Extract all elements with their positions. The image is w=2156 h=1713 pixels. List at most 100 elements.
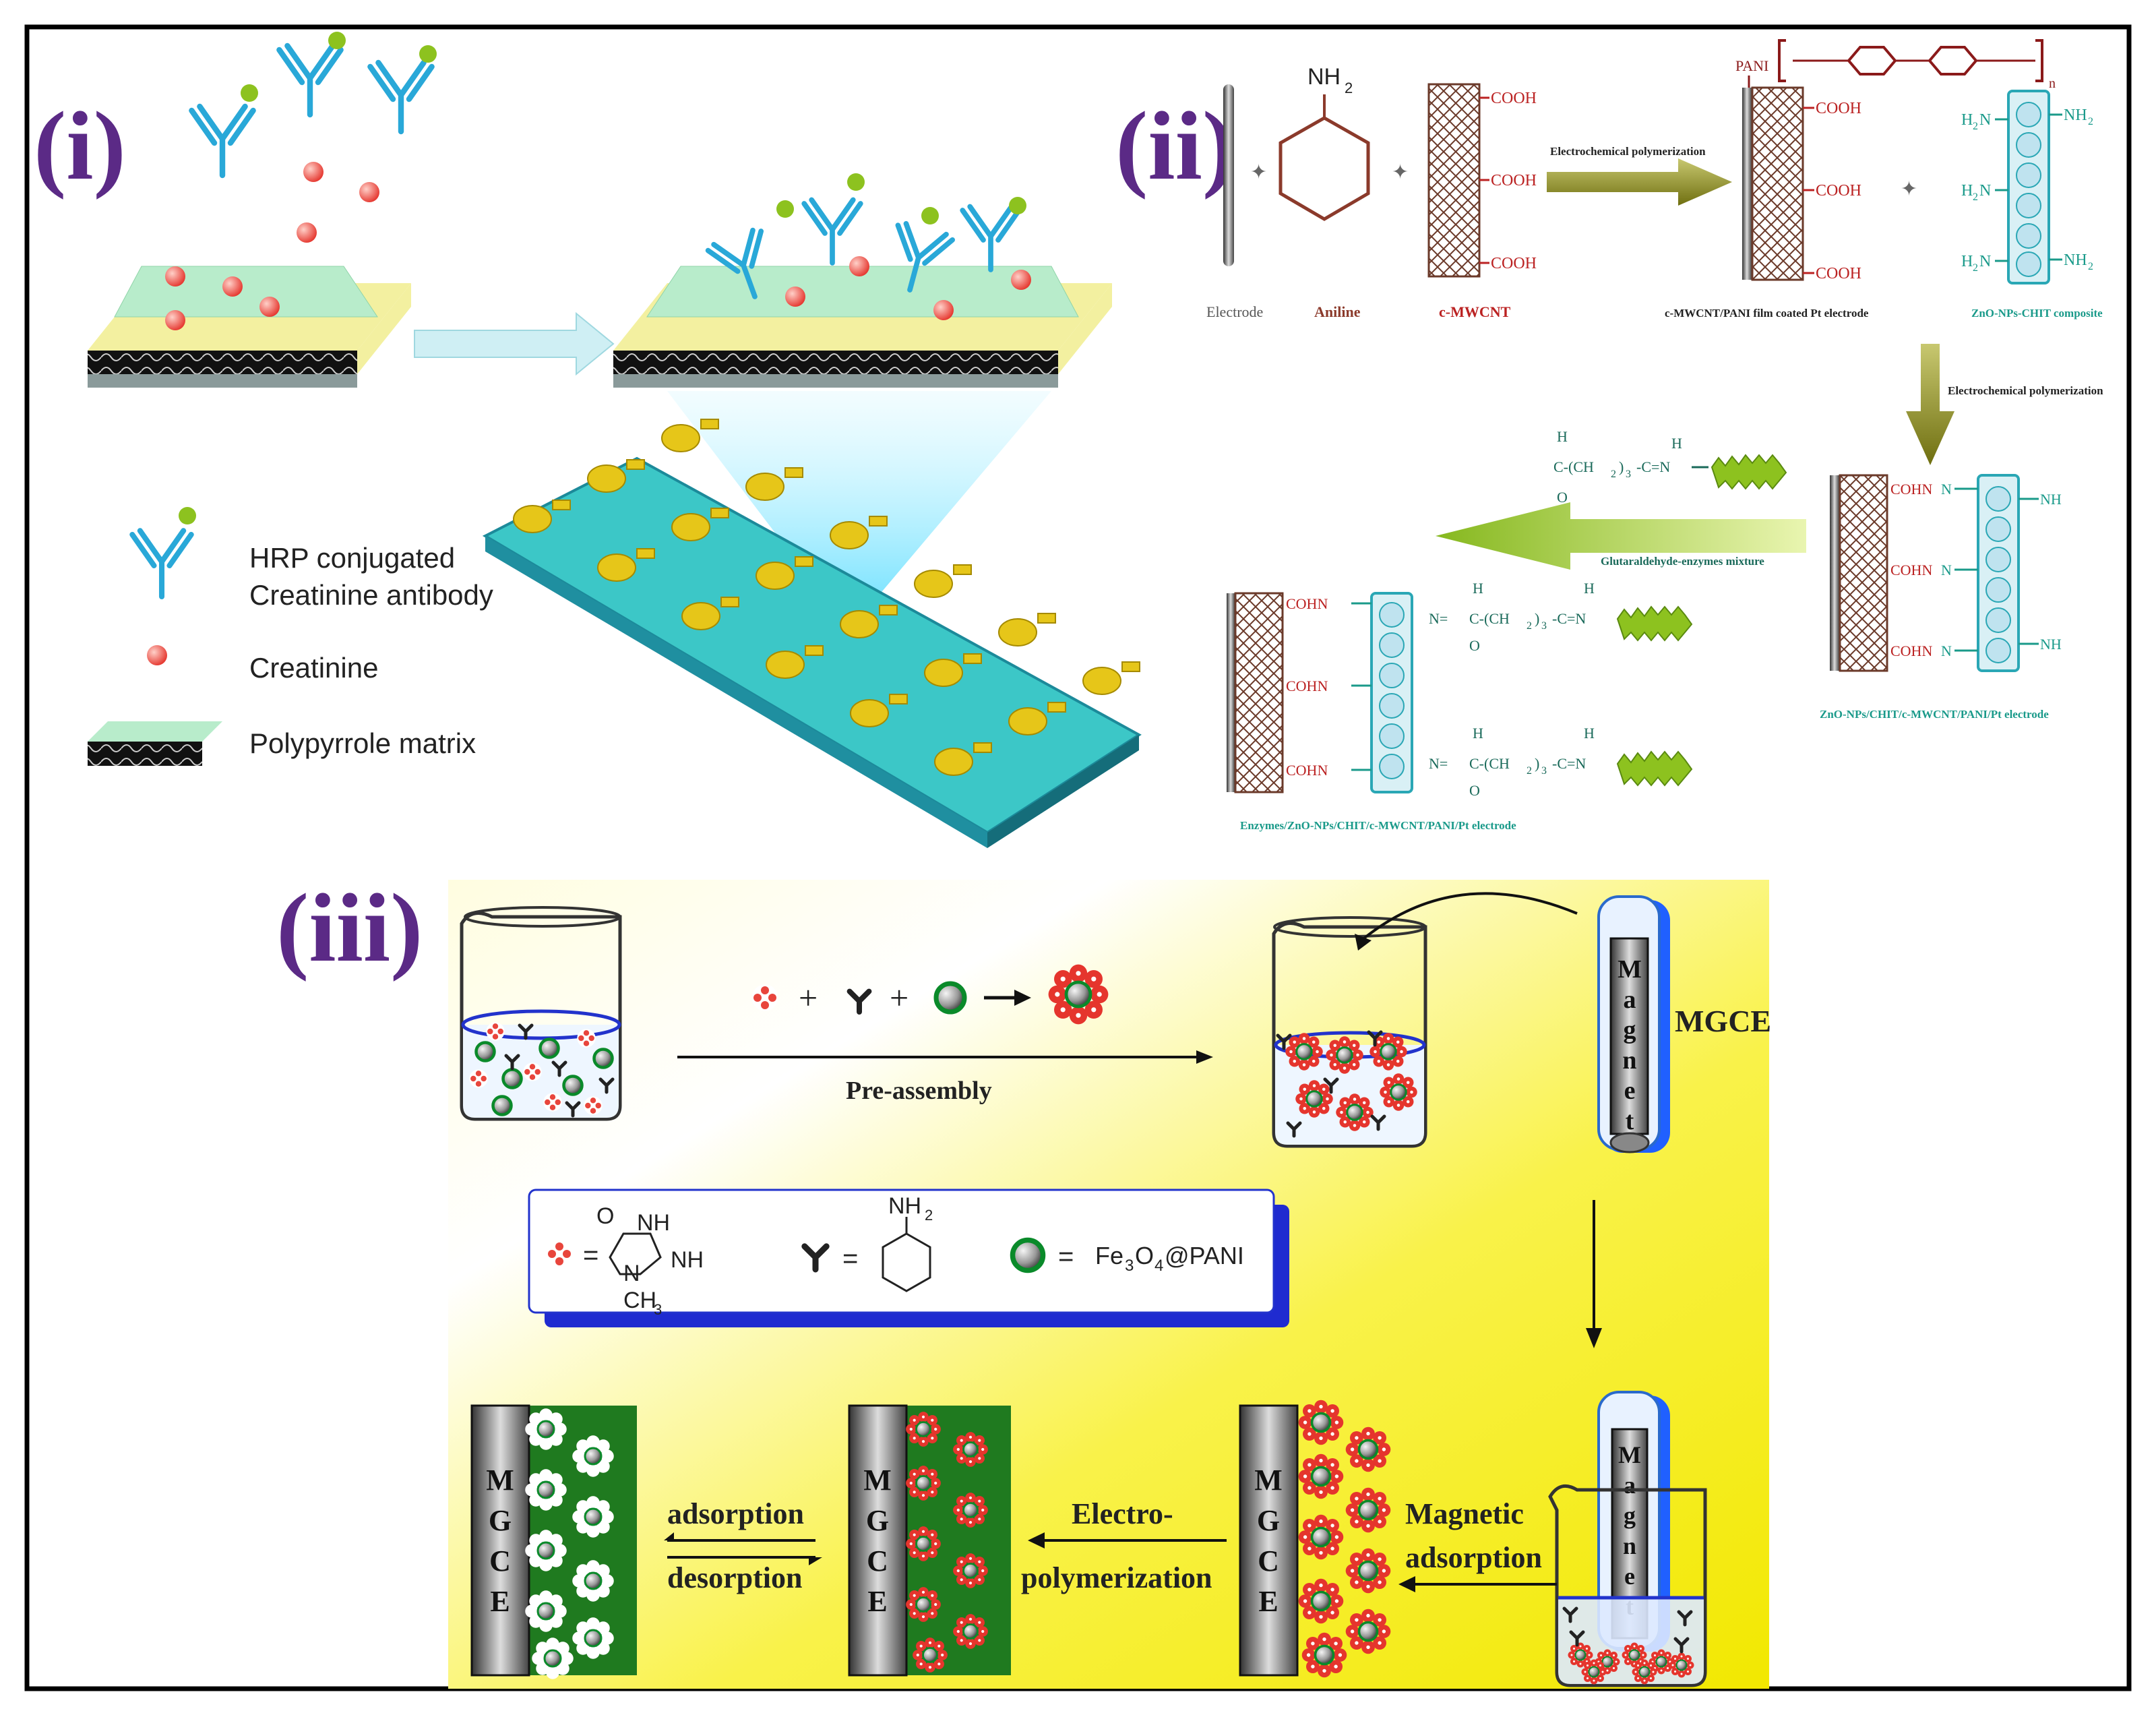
aniline-structure: NH 2 Aniline <box>1279 64 1370 320</box>
chip-pad <box>710 508 729 518</box>
svg-text:3: 3 <box>654 1301 662 1318</box>
bound-complex <box>1297 1513 1345 1561</box>
creatinine-molecule <box>584 1096 603 1115</box>
cmwcnt-label: c-MWCNT <box>1439 303 1511 320</box>
matrix-slab-left <box>88 266 411 388</box>
chip-pad <box>805 645 824 656</box>
svg-text:COOH: COOH <box>1816 182 1861 200</box>
svg-text:CH: CH <box>623 1288 656 1313</box>
svg-text:O: O <box>1135 1242 1154 1269</box>
chip-electrode <box>924 659 963 687</box>
mgce-letter: G <box>489 1504 512 1537</box>
panel-i: (i) <box>34 32 1142 848</box>
svg-text:NH: NH <box>671 1247 704 1273</box>
creatinine-molecule <box>577 1029 596 1048</box>
panel-iii-legend: = O NH N NH CH 3 = NH 2 = Fe 3 O 4 @PANI <box>528 1189 1289 1327</box>
bound-complex <box>1344 1607 1392 1656</box>
preassembly-reaction: + + Pre-assembly <box>677 965 1213 1105</box>
svg-text:NH: NH <box>2064 107 2087 124</box>
step3-arrow <box>1436 502 1806 570</box>
captured-complex <box>1668 1652 1695 1679</box>
svg-text:✦: ✦ <box>1901 178 1917 200</box>
panel-i-label: (i) <box>34 92 126 200</box>
svg-text:NH: NH <box>1307 64 1341 90</box>
svg-text:N: N <box>1979 253 1991 270</box>
magnet-electrode: Magnet <box>1597 895 1670 1153</box>
fe3o4-particle <box>493 1097 512 1115</box>
svg-text:COOH: COOH <box>1491 172 1537 189</box>
mgce-polymerized: MGCE Electro- polymerization <box>848 1404 1227 1677</box>
mgce-letter: G <box>866 1504 889 1537</box>
bound-complex <box>1344 1546 1392 1595</box>
fe3o4-particle <box>476 1043 495 1061</box>
svg-text:=: = <box>1058 1242 1074 1271</box>
chip-pad <box>795 556 813 567</box>
svg-text:COHN: COHN <box>1286 762 1328 779</box>
creatinine-molecule <box>523 1062 542 1081</box>
imprinted-complex <box>904 1525 942 1563</box>
transfer-arrow <box>1360 892 1578 942</box>
imprinted-complex <box>952 1491 989 1529</box>
svg-text:H: H <box>1961 253 1973 270</box>
panel-iii-label: (iii) <box>276 874 423 982</box>
aniline-label: Aniline <box>1314 303 1361 320</box>
svg-text:@PANI: @PANI <box>1165 1242 1244 1269</box>
chip-electrode <box>597 553 636 582</box>
mgce-captured: MGCE Magnetic adsorption <box>1239 1398 1557 1679</box>
zno-chit-electrode: COHN COHN COHN N N N NH NH ZnO-NPs/CHIT/… <box>1820 474 2062 721</box>
magnet-letter: M <box>1618 1441 1641 1468</box>
chip-electrode <box>661 424 700 452</box>
preassembled-complex <box>1378 1072 1419 1112</box>
chip-pad <box>1047 702 1066 713</box>
chip-pad <box>700 419 719 429</box>
svg-text:Fe: Fe <box>1095 1242 1123 1269</box>
panel-i-arrow <box>414 311 615 376</box>
chip-pad <box>552 500 571 510</box>
chip-electrode <box>745 473 784 501</box>
svg-text:NH: NH <box>2040 491 2062 508</box>
imprinted-cavity <box>524 1468 568 1512</box>
svg-text:NH: NH <box>2064 251 2087 269</box>
chip-electrode <box>850 699 889 727</box>
magnet-letter: a <box>1624 1472 1636 1499</box>
svg-text:2: 2 <box>1973 121 1978 132</box>
svg-text:H: H <box>1584 580 1595 597</box>
preassembled-complex <box>1294 1079 1334 1119</box>
svg-text:COHN: COHN <box>1286 678 1328 694</box>
chip-electrode <box>671 513 710 541</box>
imprinted-complex <box>952 1431 989 1468</box>
imprinted-cavity <box>524 1589 568 1633</box>
chip-electrode <box>998 618 1037 647</box>
svg-text:n: n <box>2049 76 2056 91</box>
svg-text:adsorption: adsorption <box>667 1497 804 1530</box>
legend-matrix: Polypyrrole matrix <box>249 727 476 759</box>
film-electrode-label: c-MWCNT/PANI film coated Pt electrode <box>1665 307 1869 320</box>
svg-text:2: 2 <box>2088 261 2093 272</box>
svg-text:NH: NH <box>2040 636 2062 653</box>
svg-text:2: 2 <box>1611 469 1616 480</box>
chip-pad <box>869 516 888 527</box>
svg-text:): ) <box>1535 610 1539 627</box>
svg-text:COHN: COHN <box>1890 481 1932 498</box>
magnet-letter: a <box>1624 986 1636 1014</box>
magnet-letter: t <box>1626 1107 1634 1135</box>
imprinted-complex <box>911 1636 949 1674</box>
enzyme-electrode: COHN COHN COHN N= H C-(CH 2 ) 3 -C=N H O… <box>1227 580 1693 832</box>
svg-text:N: N <box>623 1261 640 1286</box>
svg-text:2: 2 <box>2088 116 2093 127</box>
chip-pad <box>720 597 739 607</box>
chip-pad <box>953 564 972 575</box>
svg-text:N=: N= <box>1429 610 1448 627</box>
mgce-letter: E <box>1258 1585 1278 1618</box>
svg-text:O: O <box>596 1203 614 1229</box>
svg-text:COOH: COOH <box>1816 100 1861 117</box>
mgce-letter: C <box>867 1544 888 1577</box>
svg-text:3: 3 <box>1541 620 1547 632</box>
svg-text:C-(CH: C-(CH <box>1469 610 1510 627</box>
svg-text:C-(CH: C-(CH <box>1469 755 1510 772</box>
imprinted-complex <box>952 1552 989 1590</box>
svg-text:2: 2 <box>1345 80 1353 96</box>
svg-text:COOH: COOH <box>1816 265 1861 282</box>
magnet-letter: g <box>1624 1502 1636 1529</box>
